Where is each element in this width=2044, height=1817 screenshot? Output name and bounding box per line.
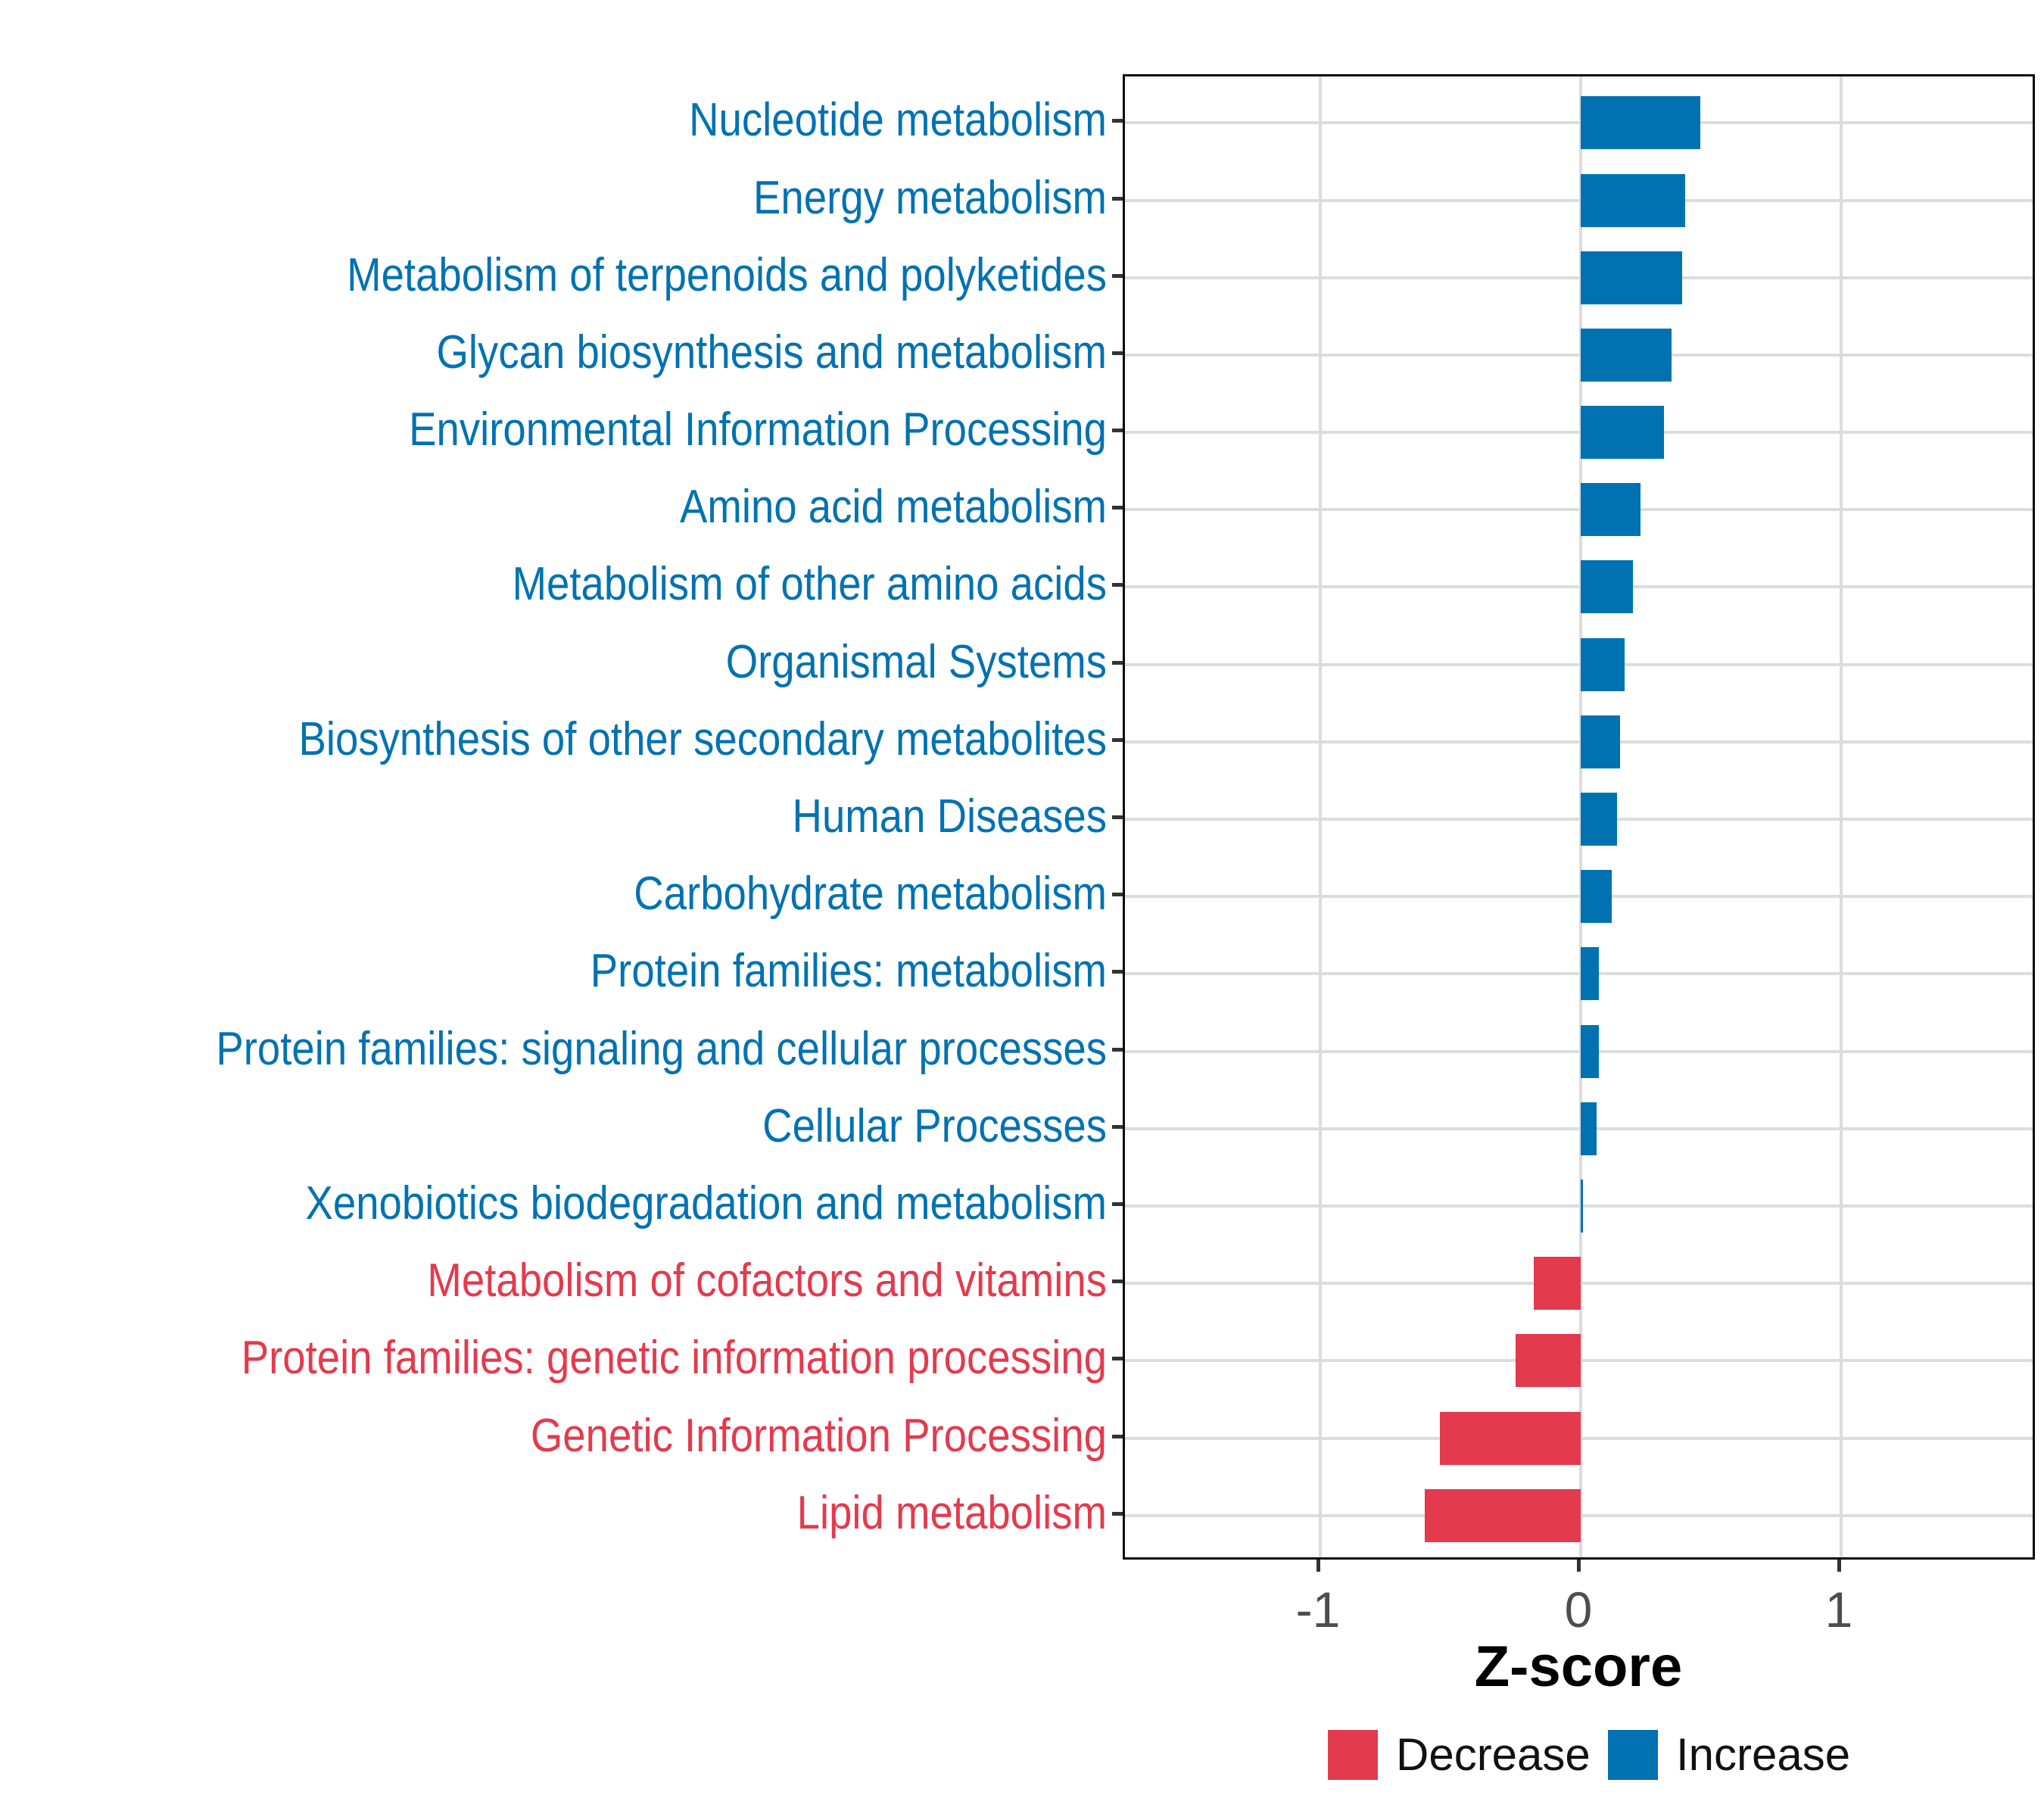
vertical-gridline xyxy=(1840,76,1843,1557)
category-gridline xyxy=(1125,508,2033,512)
category-label: Cellular Processes xyxy=(762,1100,1107,1152)
category-gridline xyxy=(1125,121,2033,125)
y-axis-tick xyxy=(1112,970,1123,974)
bar-decrease xyxy=(1516,1334,1581,1387)
y-axis-tick xyxy=(1112,583,1123,587)
bar-increase xyxy=(1581,560,1633,613)
y-axis-tick xyxy=(1112,893,1123,896)
category-label: Protein families: metabolism xyxy=(590,945,1107,997)
category-gridline xyxy=(1125,198,2033,202)
y-axis-tick xyxy=(1112,1125,1123,1129)
category-gridline xyxy=(1125,740,2033,743)
category-label: Biosynthesis of other secondary metaboli… xyxy=(298,713,1108,765)
bar-increase xyxy=(1581,793,1617,846)
bar-increase xyxy=(1581,1180,1583,1233)
category-label: Environmental Information Processing xyxy=(409,404,1107,456)
category-gridline xyxy=(1125,1127,2033,1130)
category-gridline xyxy=(1125,431,2033,435)
category-gridline xyxy=(1125,818,2033,821)
bar-increase xyxy=(1581,329,1672,382)
y-axis-tick xyxy=(1112,1048,1123,1052)
y-axis-tick xyxy=(1112,1357,1123,1360)
category-label: Metabolism of terpenoids and polyketides xyxy=(347,249,1107,301)
category-label: Metabolism of other amino acids xyxy=(512,558,1107,610)
category-label: Protein families: signaling and cellular… xyxy=(216,1023,1107,1075)
y-axis-tick xyxy=(1112,274,1123,278)
legend-label-increase: Increase xyxy=(1676,1729,1851,1780)
y-axis-tick xyxy=(1112,661,1123,665)
category-gridline xyxy=(1125,585,2033,589)
category-gridline xyxy=(1125,662,2033,666)
x-axis-tick-label: 1 xyxy=(1824,1582,1853,1638)
y-axis-tick xyxy=(1112,351,1123,355)
category-gridline xyxy=(1125,353,2033,357)
legend: Decrease Increase xyxy=(0,1730,2044,1780)
vertical-gridline xyxy=(1319,76,1322,1557)
y-axis-tick xyxy=(1112,506,1123,510)
category-label: Organismal Systems xyxy=(725,636,1107,688)
category-gridline xyxy=(1125,1204,2033,1208)
bar-increase xyxy=(1581,1025,1599,1078)
y-axis-tick xyxy=(1112,1435,1123,1438)
y-axis-tick xyxy=(1112,815,1123,819)
category-gridline xyxy=(1125,1049,2033,1053)
category-label: Metabolism of cofactors and vitamins xyxy=(427,1254,1107,1307)
category-label: Amino acid metabolism xyxy=(679,481,1107,533)
category-label: Carbohydrate metabolism xyxy=(634,868,1107,920)
y-axis-tick xyxy=(1112,738,1123,742)
bar-increase xyxy=(1581,406,1664,459)
bar-decrease xyxy=(1425,1489,1581,1542)
category-label: Genetic Information Processing xyxy=(530,1410,1107,1462)
category-label: Energy metabolism xyxy=(753,172,1107,224)
y-axis-tick xyxy=(1112,197,1123,201)
bar-increase xyxy=(1581,96,1700,149)
y-axis-tick xyxy=(1112,119,1123,123)
bar-increase xyxy=(1581,1102,1597,1155)
category-gridline xyxy=(1125,895,2033,899)
category-label: Lipid metabolism xyxy=(796,1487,1107,1539)
bar-increase xyxy=(1581,947,1599,1000)
y-axis-tick xyxy=(1112,429,1123,432)
y-axis-tick xyxy=(1112,1202,1123,1206)
category-gridline xyxy=(1125,276,2033,279)
category-label: Protein families: genetic information pr… xyxy=(241,1332,1107,1384)
bar-increase xyxy=(1581,251,1682,304)
bar-decrease xyxy=(1534,1257,1581,1310)
x-axis-tick-label: 0 xyxy=(1564,1582,1593,1638)
legend-swatch-decrease xyxy=(1328,1730,1378,1780)
x-axis-tick xyxy=(1577,1560,1581,1572)
x-axis-tick-label: -1 xyxy=(1295,1582,1341,1638)
y-axis-tick xyxy=(1112,1279,1123,1283)
bar-increase xyxy=(1581,715,1620,768)
bar-increase xyxy=(1581,870,1612,923)
category-label: Nucleotide metabolism xyxy=(689,94,1107,146)
y-axis-tick xyxy=(1112,1512,1123,1516)
bar-increase xyxy=(1581,483,1640,536)
legend-swatch-increase xyxy=(1608,1730,1658,1780)
x-axis-tick xyxy=(1837,1560,1841,1572)
category-gridline xyxy=(1125,972,2033,976)
category-label: Glycan biosynthesis and metabolism xyxy=(436,326,1107,379)
category-label: Human Diseases xyxy=(792,790,1107,843)
bar-increase xyxy=(1581,174,1685,227)
bar-increase xyxy=(1581,638,1625,691)
category-label: Xenobiotics biodegradation and metabolis… xyxy=(305,1177,1107,1230)
x-axis-title: Z-score xyxy=(1474,1635,1683,1699)
x-axis-tick xyxy=(1316,1560,1320,1572)
bar-decrease xyxy=(1440,1412,1581,1465)
plot-panel xyxy=(1123,74,2035,1560)
legend-label-decrease: Decrease xyxy=(1396,1729,1591,1780)
